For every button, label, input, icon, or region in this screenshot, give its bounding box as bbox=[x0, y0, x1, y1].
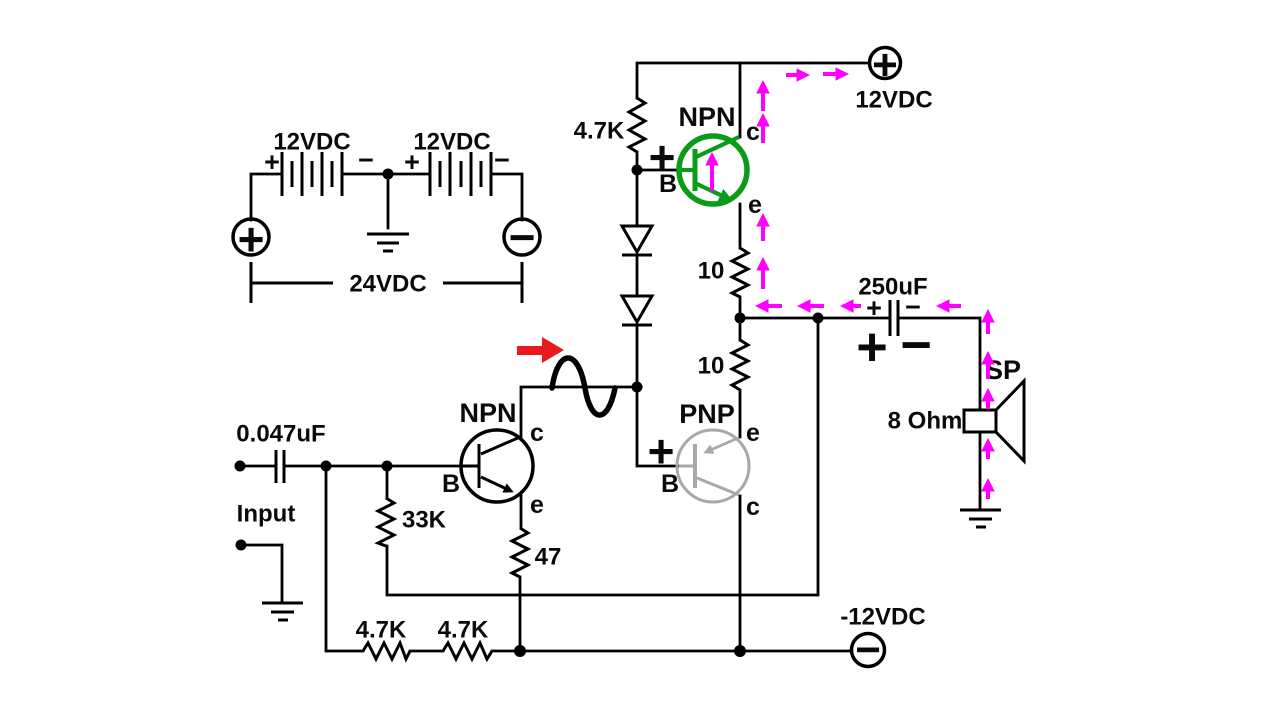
tail-resistor-1-label: 4.7K bbox=[356, 617, 407, 644]
battery2-plus-sign: + bbox=[404, 147, 420, 177]
battery-1 bbox=[280, 152, 344, 196]
output-coupling-capacitor: 250uF + − + − bbox=[856, 274, 932, 378]
bias-resistor-4k7: 4.7K bbox=[574, 96, 649, 154]
positive-supply-sign: + bbox=[872, 41, 898, 90]
driver-npn-collector-pin: c bbox=[530, 419, 544, 447]
output-npn-emitter-pin: e bbox=[748, 191, 762, 219]
output-cap-minus-sign: − bbox=[905, 292, 921, 322]
battery-positive-terminal bbox=[231, 217, 271, 257]
driver-npn-base-pin: B bbox=[442, 470, 460, 498]
input-coupling-capacitor: 0.047uF bbox=[236, 421, 326, 483]
speaker: SP 8 Ohm bbox=[888, 355, 1026, 465]
positive-supply-label: 12VDC bbox=[855, 87, 932, 114]
output-pnp-emitter-pin: e bbox=[746, 419, 760, 447]
battery1-minus-sign: − bbox=[358, 145, 374, 175]
pnp-base-plus-mark: + bbox=[648, 425, 675, 477]
battery-bank: + − 12VDC 12VDC + − + − 24VDC bbox=[231, 129, 542, 303]
battery2-label: 12VDC bbox=[413, 129, 490, 156]
emitter-resistor-bottom-label: 10 bbox=[698, 353, 725, 380]
output-pnp-base-pin: B bbox=[661, 470, 679, 498]
output-pnp-collector-pin: c bbox=[746, 493, 760, 521]
battery-negative-terminal bbox=[502, 217, 542, 257]
speaker-label: SP bbox=[985, 355, 1021, 385]
tail-resistor-2: 4.7K bbox=[438, 617, 494, 663]
diode-2 bbox=[619, 294, 655, 327]
input-terminal-hot bbox=[234, 460, 246, 472]
emitter-resistor-bottom: 10 bbox=[698, 338, 752, 392]
battery2-minus-sign: − bbox=[494, 145, 510, 175]
output-cap-plus-sign: + bbox=[866, 293, 882, 323]
output-network: 250uF + − + − SP 8 Ohm bbox=[856, 274, 1026, 529]
battery1-label: 12VDC bbox=[273, 129, 350, 156]
driver-emitter-resistor-47: 47 bbox=[508, 526, 562, 579]
output-polarity-plus: + bbox=[856, 317, 888, 377]
speaker-ground-symbol bbox=[960, 508, 1001, 529]
emitter-resistor-top: 10 bbox=[698, 246, 752, 299]
emitter-resistor-top-label: 10 bbox=[698, 258, 725, 285]
tail-resistor-2-label: 4.7K bbox=[438, 617, 489, 644]
output-npn-type-label: NPN bbox=[678, 102, 735, 132]
driver-emitter-resistor-label: 47 bbox=[535, 544, 562, 571]
npn-base-plus-mark: + bbox=[649, 131, 676, 183]
junction-dots bbox=[320, 164, 824, 657]
positive-supply-terminal: + 12VDC bbox=[855, 41, 932, 114]
output-pnp-type-label: PNP bbox=[679, 399, 735, 429]
input-cap-label: 0.047uF bbox=[236, 421, 325, 448]
driver-npn-type-label: NPN bbox=[459, 398, 516, 428]
output-npn-collector-pin: c bbox=[746, 118, 760, 146]
input-network: 0.047uF Input 33K 47 4.7K 4.7K bbox=[234, 421, 562, 663]
input-terminal-return bbox=[235, 539, 247, 551]
driver-npn-emitter-pin: e bbox=[530, 491, 544, 519]
sine-wave-symbol bbox=[549, 355, 618, 418]
battery-2 bbox=[428, 152, 493, 196]
diode-1 bbox=[619, 224, 655, 257]
battery-positive-terminal-sign: + bbox=[238, 213, 265, 265]
output-polarity-minus: − bbox=[900, 315, 932, 375]
input-label: Input bbox=[237, 501, 296, 528]
speaker-impedance-label: 8 Ohm bbox=[888, 408, 963, 435]
negative-supply-sign: − bbox=[855, 626, 881, 675]
battery-midpoint-junction bbox=[382, 168, 394, 180]
total-voltage-bracket: 24VDC bbox=[249, 262, 524, 303]
input-ground-symbol bbox=[262, 601, 303, 622]
driver-npn-transistor: NPN c B e bbox=[442, 398, 544, 519]
tail-resistor-1: 4.7K bbox=[356, 617, 412, 663]
bias-resistor-label: 4.7K bbox=[574, 118, 625, 145]
battery1-plus-sign: + bbox=[264, 147, 280, 177]
negative-supply-terminal: − -12VDC bbox=[840, 604, 925, 675]
total-voltage-label: 24VDC bbox=[349, 271, 426, 298]
negative-supply-label: -12VDC bbox=[840, 604, 925, 631]
output-npn-base-pin: B bbox=[659, 170, 677, 198]
current-flow-arrows bbox=[705, 67, 995, 499]
signal-arrow bbox=[517, 337, 564, 363]
battery-ground-symbol bbox=[367, 232, 409, 253]
input-bias-resistor-label: 33K bbox=[402, 507, 447, 534]
battery-negative-terminal-sign: − bbox=[509, 211, 536, 263]
input-bias-resistor-33k: 33K bbox=[374, 496, 447, 548]
output-cap-label: 250uF bbox=[858, 274, 927, 301]
output-pnp-transistor: PNP e B c bbox=[661, 399, 760, 521]
